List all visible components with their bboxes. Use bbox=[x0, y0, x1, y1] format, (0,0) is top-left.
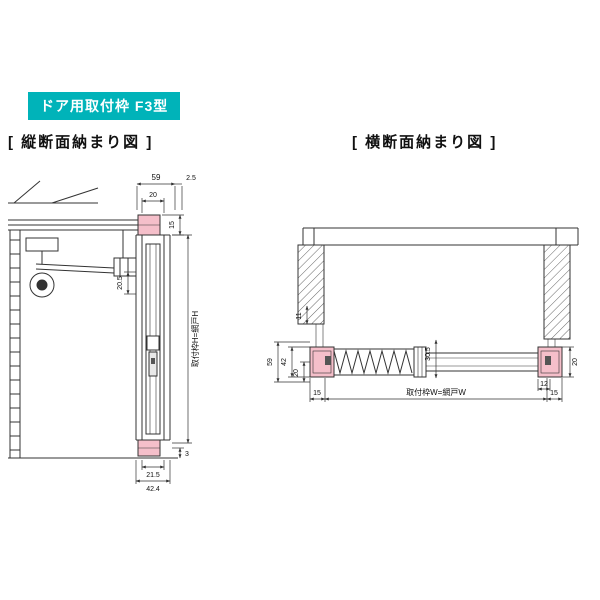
dim-frame-height: 取付枠H=網戸H bbox=[172, 234, 200, 444]
dim-20-5-label: 20.5 bbox=[117, 276, 124, 290]
dim-depth-small: 20 bbox=[293, 361, 310, 383]
dim-top-depth: 59 bbox=[136, 173, 176, 210]
dim-rail-depth: 30.5 bbox=[425, 339, 438, 379]
slider-stile bbox=[413, 346, 427, 378]
dim-3-label: 3 bbox=[185, 451, 189, 458]
frame-jamb-profile-left bbox=[309, 346, 335, 378]
dim-15r-label: 15 bbox=[550, 390, 558, 397]
dim-jamb-offset: 11 bbox=[296, 305, 309, 325]
dim-head-width: 20 bbox=[141, 192, 165, 213]
dim-jamb-inner: 12 bbox=[537, 379, 551, 391]
dim-12-label: 12 bbox=[540, 381, 548, 388]
dim-59r-label: 59 bbox=[267, 358, 274, 366]
dim-frame-h-label: 取付枠H=網戸H bbox=[190, 311, 200, 367]
dim-21-5-label: 21.5 bbox=[146, 472, 160, 479]
frame-head-profile bbox=[137, 214, 161, 236]
dim-depth-right: 20 bbox=[562, 346, 579, 378]
screen-frame-horizontal bbox=[309, 346, 563, 378]
pleated-screen bbox=[333, 349, 413, 375]
dim-top-offset: 2.5 bbox=[175, 175, 196, 210]
dim-sill-total: 42.4 bbox=[135, 460, 171, 493]
top-track bbox=[8, 219, 139, 231]
dim-42-label: 42 bbox=[281, 358, 288, 366]
dim-frame-w-label: 取付枠W=網戸W bbox=[406, 387, 466, 397]
right-jamb bbox=[543, 244, 571, 347]
dim-depth-inner: 42 bbox=[281, 346, 310, 378]
dim-30-5-label: 30.5 bbox=[425, 347, 432, 361]
left-jamb bbox=[297, 244, 325, 347]
dim-20l-label: 20 bbox=[293, 369, 300, 377]
wall-break-lines bbox=[8, 180, 99, 204]
dim-42-4-label: 42.4 bbox=[146, 486, 160, 493]
dim-15l-label: 15 bbox=[313, 390, 321, 397]
vertical-section-drawing: 59 2.5 20 15 20.5 bbox=[8, 173, 200, 493]
top-beam bbox=[302, 227, 579, 246]
dim-15-label: 15 bbox=[169, 221, 176, 229]
dim-floor-clearance: 3 bbox=[172, 447, 189, 459]
screen-frame-vertical bbox=[135, 234, 171, 441]
dim-20r-label: 20 bbox=[572, 358, 579, 366]
product-type-badge: ドア用取付枠 F3型 bbox=[28, 92, 181, 120]
dim-11-label: 11 bbox=[296, 312, 303, 319]
horizontal-section-title: [ 横断面納まり図 ] bbox=[352, 134, 498, 151]
frame-jamb-profile-right bbox=[537, 346, 563, 378]
vertical-section-title: [ 縦断面納まり図 ] bbox=[8, 134, 154, 151]
door-closer bbox=[25, 230, 137, 298]
dim-head-height: 15 bbox=[162, 214, 184, 236]
dim-20-label: 20 bbox=[149, 192, 157, 199]
dim-bottom-width: 15 取付枠W=網戸W 15 bbox=[309, 378, 563, 402]
door-leaf bbox=[9, 230, 21, 458]
dim-2-5-label: 2.5 bbox=[186, 175, 196, 182]
dim-59-label: 59 bbox=[152, 173, 161, 182]
horizontal-section-drawing: 11 59 42 20 30.5 bbox=[267, 227, 579, 402]
dim-sill-inner: 21.5 bbox=[141, 460, 165, 479]
frame-sill-profile bbox=[137, 439, 161, 457]
dim-closer-offset: 20.5 bbox=[117, 271, 136, 295]
